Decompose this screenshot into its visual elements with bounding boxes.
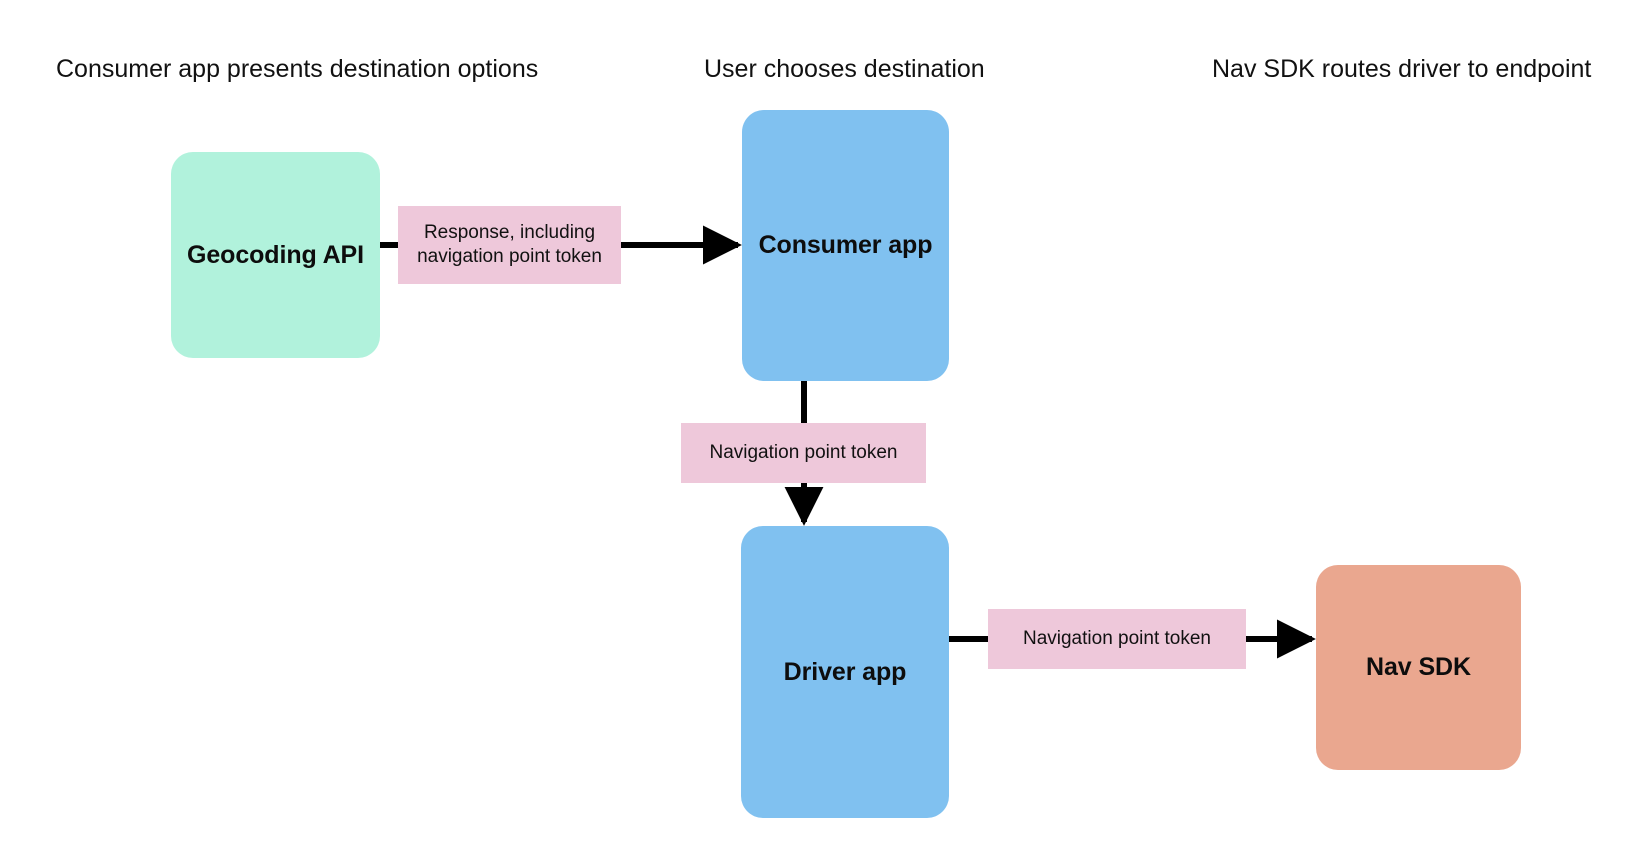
node-nav-sdk[interactable]: Nav SDK [1316,565,1521,770]
edge-label-geocoding-to-consumer: Response, including navigation point tok… [398,206,621,284]
edge-label-consumer-to-driver-text: Navigation point token [709,441,898,463]
column-header-user-chooses: User chooses destination [704,55,985,83]
node-driver-app-label: Driver app [783,657,907,686]
node-consumer-app[interactable]: Consumer app [742,110,949,381]
node-consumer-app-label: Consumer app [758,231,933,259]
edge-label-consumer-to-driver: Navigation point token [681,423,926,483]
edge-label-driver-to-navsdk: Navigation point token [988,609,1246,669]
edge-label-geocoding-to-consumer-text: Response, including navigation point tok… [417,221,602,267]
node-driver-app[interactable]: Driver app [741,526,949,818]
column-header-consumer-options: Consumer app presents destination option… [56,55,539,83]
column-header-nav-routes: Nav SDK routes driver to endpoint [1212,55,1592,83]
node-nav-sdk-label: Nav SDK [1366,653,1471,681]
node-geocoding-api-label: Geocoding API [187,240,364,269]
edge-label-driver-to-navsdk-text: Navigation point token [1022,627,1211,649]
node-geocoding-api[interactable]: Geocoding API [171,152,380,358]
